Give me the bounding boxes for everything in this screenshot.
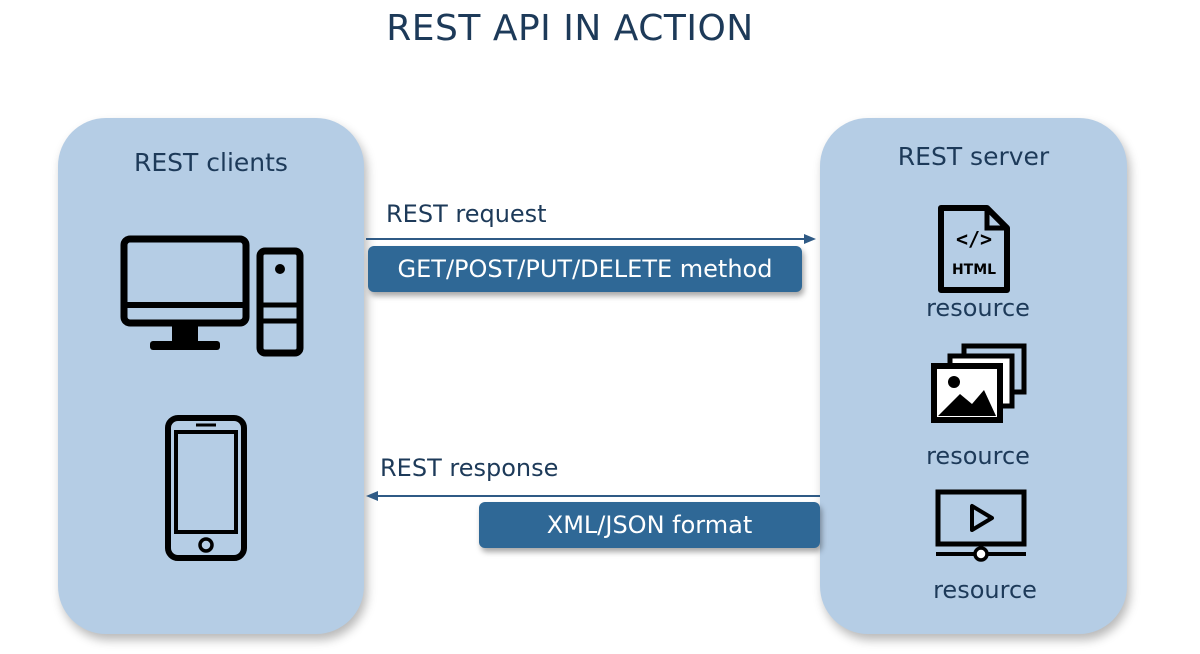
html-file-icon: </> HTML (938, 205, 1010, 293)
resource-label-video: resource (933, 576, 1037, 604)
rest-clients-panel: REST clients (58, 118, 364, 634)
rest-clients-title: REST clients (134, 148, 288, 177)
diagram-title: REST API IN ACTION (386, 8, 754, 49)
image-gallery-icon (931, 343, 1027, 423)
response-format-pill: XML/JSON format (479, 502, 820, 548)
video-player-icon (935, 489, 1027, 562)
response-arrow (366, 491, 820, 501)
response-label: REST response (380, 454, 559, 482)
desktop-computer-icon (120, 235, 304, 357)
request-arrow (366, 234, 816, 244)
smartphone-icon (165, 415, 247, 561)
svg-text:</>: </> (956, 227, 992, 251)
html-icon-text: HTML (952, 262, 996, 278)
resource-label-html: resource (926, 294, 1030, 322)
request-label: REST request (386, 200, 547, 228)
rest-server-panel: REST server </> HTML resource resource r… (820, 118, 1127, 634)
request-method-pill: GET/POST/PUT/DELETE method (368, 246, 802, 292)
resource-label-image: resource (926, 442, 1030, 470)
rest-server-title: REST server (897, 142, 1050, 171)
